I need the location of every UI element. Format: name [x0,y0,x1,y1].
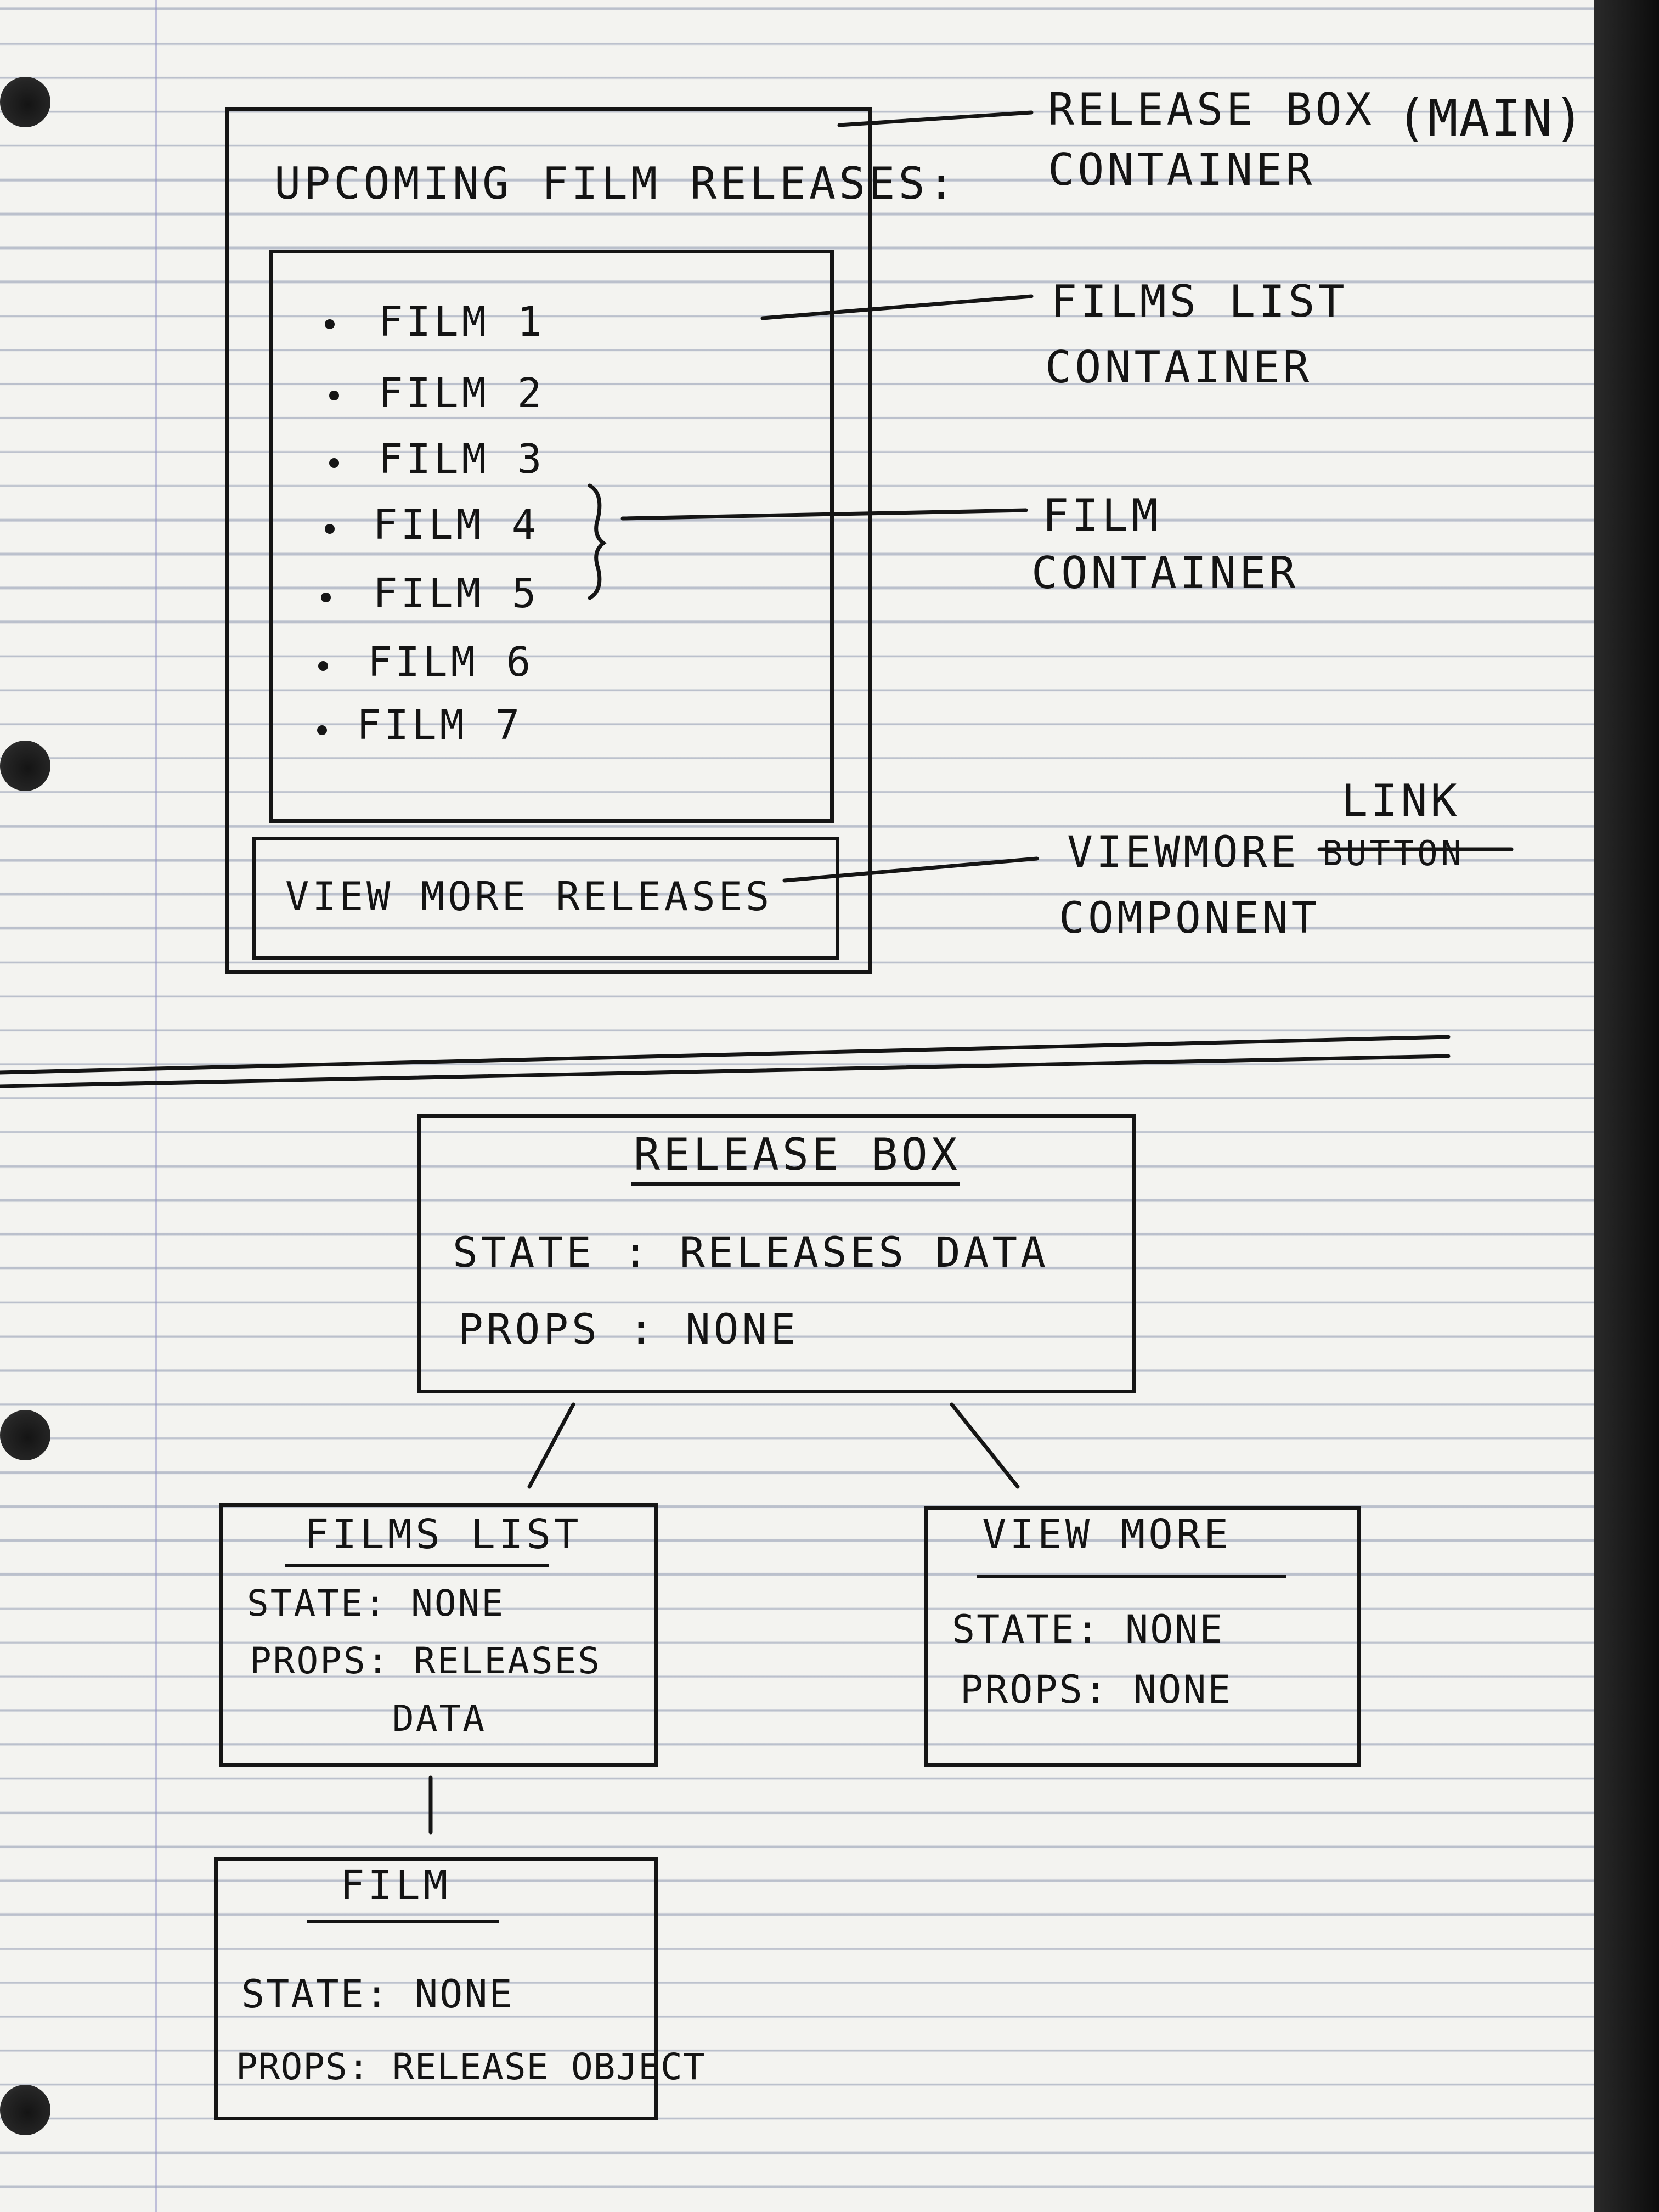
tree-connector-release-to-viewmore [950,1402,1020,1489]
tree-node-props: PROPS: NONE [960,1667,1233,1712]
punch-hole [0,77,50,127]
tree-node-state: STATE : RELEASES DATA [453,1228,1049,1277]
bullet [329,391,339,400]
release-box-title: UPCOMING FILM RELEASES: [274,158,958,209]
film-item: FILM 7 [357,702,523,749]
view-more-releases-label: VIEW MORE RELEASES [285,873,773,919]
film-item: FILM 6 [368,639,534,686]
annotation-film-container: CONTAINER [1031,548,1299,599]
title-underline [285,1564,549,1567]
film-leader-line [620,508,1028,521]
film-item: FILM 2 [379,370,545,417]
tree-node-release-box [417,1114,1136,1393]
bullet [317,725,327,735]
separator-line [0,1054,1451,1088]
notebook-paper [0,0,1594,2212]
tree-node-props-continued: DATA [392,1697,486,1740]
tree-node-films-list [219,1503,658,1767]
punch-hole [0,1410,50,1460]
annotation-main: (MAIN) [1396,89,1585,148]
bullet [325,319,335,329]
bullet [325,524,335,534]
margin-line [155,0,157,2212]
tree-node-props: PROPS: RELEASES [250,1640,602,1682]
annotation-film: FILM [1042,490,1161,541]
tree-node-title: VIEW MORE [982,1511,1232,1558]
release-box-wireframe [225,107,872,974]
tree-node-title: RELEASE BOX [634,1129,961,1180]
title-underline [977,1575,1286,1578]
tree-node-title: FILMS LIST [304,1511,582,1558]
title-underline [631,1182,960,1186]
annotation-button-struck: BUTTON [1322,833,1465,873]
tree-node-props: PROPS: RELEASE OBJECT [236,2046,706,2088]
annotation-films-list: FILMS LIST [1051,276,1348,327]
film-item: FILM 1 [379,298,545,346]
annotation-link: LINK [1341,775,1460,826]
tree-connector-release-to-list [527,1402,575,1489]
film-item: FILM 4 [373,501,540,549]
paper-edge-shadow [1594,0,1659,2212]
films-list-wireframe [269,250,834,823]
punch-hole [0,741,50,791]
tree-node-state: STATE: NONE [241,1972,514,2017]
annotation-release-box: RELEASE BOX [1048,84,1375,135]
film-item: FILM 5 [373,570,540,617]
film-item: FILM 3 [379,436,545,483]
annotation-component: COMPONENT [1059,894,1321,943]
view-more-leader-line [782,856,1039,883]
annotation-films-list-container: CONTAINER [1045,342,1313,393]
tree-node-state: STATE: NONE [247,1582,505,1624]
punch-hole [0,2085,50,2135]
separator-line [0,1035,1451,1075]
annotation-release-box-container: CONTAINER [1048,144,1316,195]
tree-node-props: PROPS : NONE [458,1305,799,1353]
annotation-viewmore: VIEWMORE [1067,828,1300,877]
bullet [321,592,331,602]
tree-node-film [214,1857,658,2120]
tree-node-title: FILM [340,1862,452,1909]
title-underline [307,1920,499,1923]
films-list-leader-line [760,294,1034,320]
view-more-releases-wireframe [252,837,839,960]
tree-node-state: STATE: NONE [952,1607,1224,1652]
bullet [318,661,328,671]
bullet [329,458,339,468]
film-brace [588,483,607,600]
tree-node-view-more [924,1506,1361,1767]
